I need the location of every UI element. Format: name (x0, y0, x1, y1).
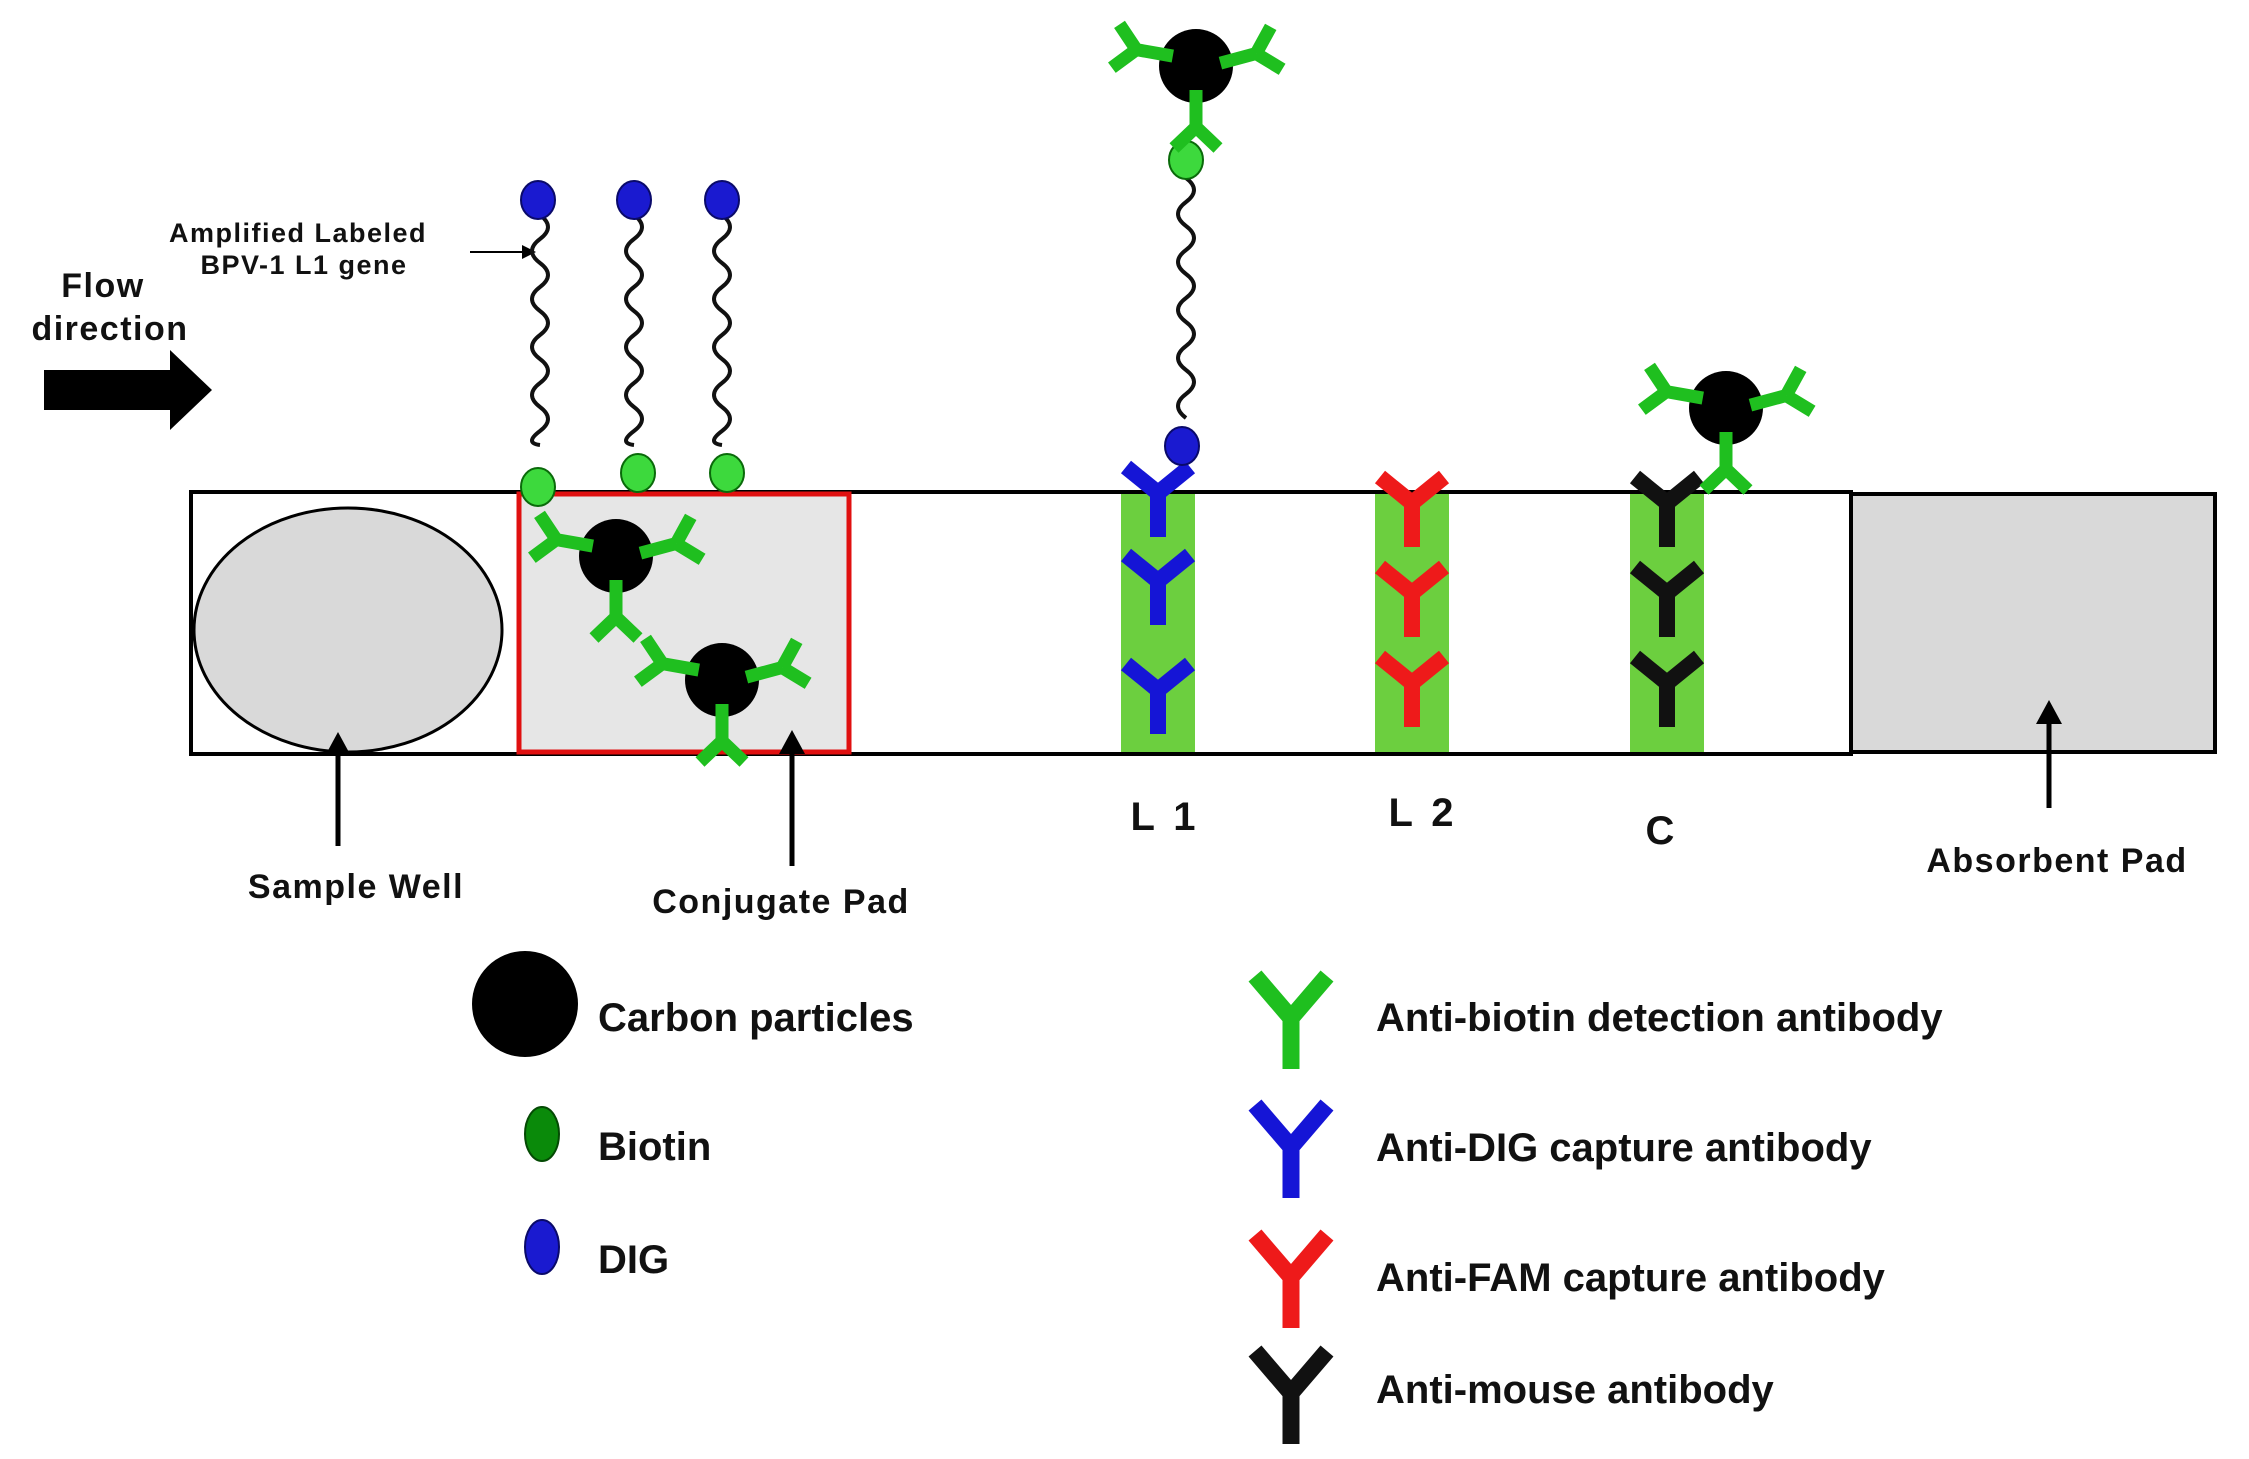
sample-well-arrowhead (325, 732, 351, 756)
legend-anti-biotin-icon (1248, 970, 1334, 1069)
conjugate-pad-label: Conjugate Pad (652, 883, 910, 921)
control-line-label: C (1646, 809, 1679, 853)
legend-carbon-icon (472, 951, 578, 1057)
legend-carbon-label: Carbon particles (598, 996, 914, 1040)
flow-label-line2: direction (31, 310, 188, 348)
labeled-amplicon-3 (704, 180, 745, 493)
amplified-label-arrowhead (522, 245, 536, 259)
sample-well (192, 506, 504, 754)
legend-biotin-icon (524, 1106, 560, 1162)
legend-anti-mouse-icon (1248, 1345, 1334, 1444)
captured-conjugate-control (1642, 366, 1812, 490)
legend-anti-fam-label: Anti-FAM capture antibody (1376, 1256, 1886, 1300)
legend-anti-fam-icon (1248, 1229, 1334, 1328)
test-line-1-label: L 1 (1130, 795, 1199, 839)
legend-anti-dig-icon (1248, 1099, 1334, 1198)
flow-arrow (44, 350, 212, 430)
legend-anti-mouse-label: Anti-mouse antibody (1376, 1368, 1775, 1412)
absorbent-pad-arrowhead (2036, 700, 2062, 724)
labeled-amplicon-2 (616, 180, 656, 493)
amplified-label-line2: BPV-1 L1 gene (200, 250, 407, 280)
legend-anti-biotin-label: Anti-biotin detection antibody (1376, 996, 1943, 1040)
test-line-2-label: L 2 (1388, 791, 1457, 835)
legend-anti-dig-label: Anti-DIG capture antibody (1376, 1126, 1872, 1170)
legend: Carbon particles Biotin DIG Anti-biotin … (472, 951, 1943, 1444)
captured-complex-l1 (1112, 24, 1282, 466)
legend-dig-label: DIG (598, 1238, 669, 1282)
flow-label-line1: Flow (61, 267, 144, 305)
absorbent-pad-label: Absorbent Pad (1926, 842, 2187, 880)
amplified-label-line1: Amplified Labeled (169, 218, 427, 248)
sample-well-label: Sample Well (248, 868, 464, 906)
conjugate-pad-arrowhead (779, 730, 805, 754)
legend-dig-icon (524, 1219, 560, 1275)
absorbent-pad (1849, 492, 2217, 754)
labeled-amplicon-1 (520, 180, 556, 507)
legend-biotin-label: Biotin (598, 1125, 711, 1169)
